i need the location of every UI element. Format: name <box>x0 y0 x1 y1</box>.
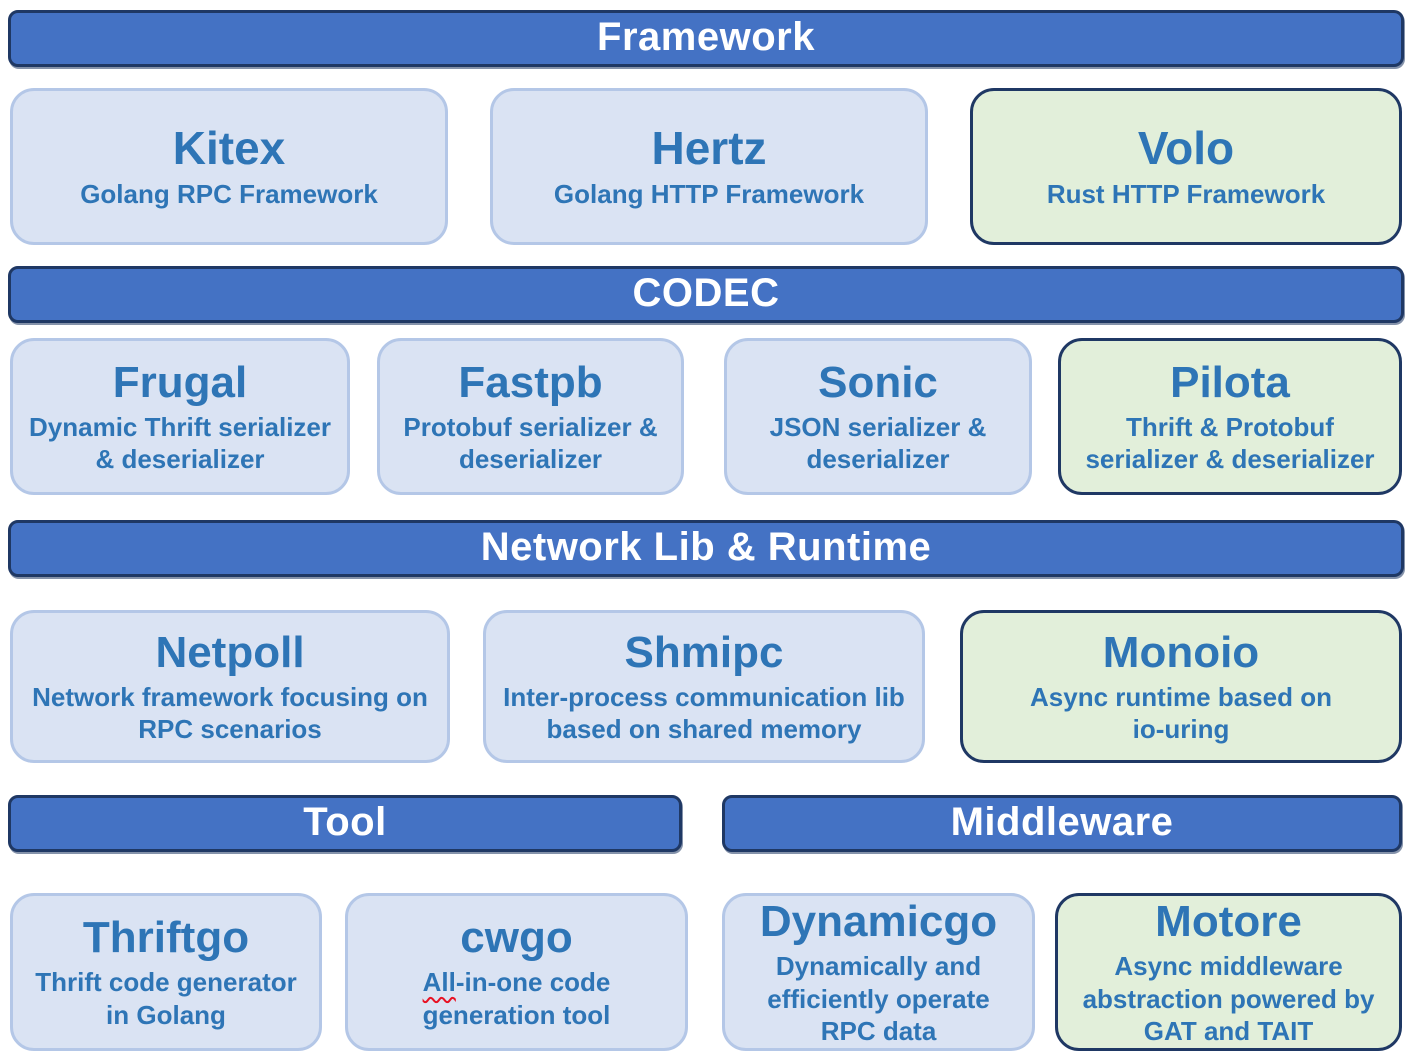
card-desc-line: generation tool <box>422 999 611 1030</box>
card-desc-line: Golang RPC Framework <box>80 179 378 210</box>
card-desc: Network framework focusing on RPC scenar… <box>32 681 428 745</box>
card-desc: Thrift code generator in Golang <box>35 966 296 1030</box>
card-desc-line: Golang HTTP Framework <box>553 179 865 210</box>
card-desc-line: Dynamic Thrift serializer <box>29 411 331 442</box>
section-bar-label: Tool <box>303 800 387 844</box>
card-desc-line: deserializer <box>458 444 603 475</box>
section-bar-framework: Framework <box>8 10 1404 67</box>
card-desc-line: io-uring <box>1132 714 1230 745</box>
card-title: Kitex <box>172 121 286 174</box>
card-desc-line: Dynamically and <box>775 951 982 982</box>
card-title: Pilota <box>1170 357 1290 407</box>
card-desc: All-in-one code generation tool <box>423 966 611 1030</box>
card-desc: Dynamically and efficiently operate RPC … <box>767 950 990 1047</box>
card-desc-line: Async runtime based on <box>1030 681 1332 712</box>
card-kitex: Kitex Golang RPC Framework <box>10 88 448 245</box>
card-title: Frugal <box>112 357 248 407</box>
card-desc-line: abstraction powered by <box>1082 983 1375 1014</box>
card-desc: Rust HTTP Framework <box>1047 178 1325 210</box>
card-title: Thriftgo <box>82 913 250 963</box>
section-bar-label: Framework <box>597 15 815 59</box>
section-bar-label: CODEC <box>632 271 780 315</box>
card-desc-line: RPC scenarios <box>138 714 322 745</box>
card-volo: Volo Rust HTTP Framework <box>970 88 1402 245</box>
card-desc: Inter-process communication lib based on… <box>503 681 905 745</box>
card-shmipc: Shmipc Inter-process communication lib b… <box>483 610 925 763</box>
card-pilota: Pilota Thrift & Protobuf serializer & de… <box>1058 338 1402 495</box>
card-desc-line: Thrift code generator <box>35 967 297 998</box>
section-bar-tool: Tool <box>8 795 682 852</box>
card-desc-line: efficiently operate <box>767 983 990 1014</box>
card-monoio: Monoio Async runtime based on io-uring <box>960 610 1402 763</box>
spellcheck-flagged-word: All <box>422 967 456 998</box>
card-desc: Golang HTTP Framework <box>554 178 864 210</box>
card-title: Monoio <box>1102 627 1260 677</box>
card-desc-line: Network framework focusing on <box>32 681 428 712</box>
card-title: cwgo <box>460 913 573 963</box>
card-title: Volo <box>1137 121 1235 174</box>
card-title: Dynamicgo <box>759 897 998 947</box>
section-bar-codec: CODEC <box>8 266 1404 323</box>
section-bar-middleware: Middleware <box>722 795 1402 852</box>
card-desc-line: Rust HTTP Framework <box>1046 179 1326 210</box>
card-title: Hertz <box>651 121 767 174</box>
card-desc: Protobuf serializer & deserializer <box>403 411 657 475</box>
card-desc-line: Async middleware <box>1114 951 1343 982</box>
card-title: Sonic <box>818 357 938 407</box>
card-desc-line: deserializer <box>806 444 950 475</box>
card-desc-line: GAT and TAIT <box>1143 1015 1314 1046</box>
card-title: Shmipc <box>624 627 784 677</box>
card-desc-line: All-in-one code <box>423 966 611 998</box>
card-desc-line: in Golang <box>106 999 226 1030</box>
card-desc-text: -in-one code <box>455 967 611 998</box>
card-title: Netpoll <box>155 627 305 677</box>
section-bar-label: Network Lib & Runtime <box>480 525 932 569</box>
card-desc-line: & deserializer <box>95 444 265 475</box>
card-dynamicgo: Dynamicgo Dynamically and efficiently op… <box>722 893 1035 1051</box>
card-desc-line: Thrift & Protobuf <box>1126 411 1334 442</box>
card-title: Fastpb <box>458 357 603 407</box>
card-hertz: Hertz Golang HTTP Framework <box>490 88 928 245</box>
card-desc-line: RPC data <box>820 1015 937 1046</box>
card-desc-line: JSON serializer & <box>769 411 987 442</box>
card-desc-line: Protobuf serializer & <box>403 411 658 442</box>
card-desc: Dynamic Thrift serializer & deserializer <box>29 411 331 475</box>
card-desc-line: serializer & deserializer <box>1085 444 1375 475</box>
card-desc: Golang RPC Framework <box>80 178 378 210</box>
card-desc: Async runtime based on io-uring <box>1030 681 1332 745</box>
card-desc-line: based on shared memory <box>546 714 862 745</box>
card-title: Motore <box>1155 897 1302 947</box>
card-frugal: Frugal Dynamic Thrift serializer & deser… <box>10 338 350 495</box>
card-desc: Thrift & Protobuf serializer & deseriali… <box>1085 411 1374 475</box>
card-desc: JSON serializer & deserializer <box>770 411 987 475</box>
card-netpoll: Netpoll Network framework focusing on RP… <box>10 610 450 763</box>
card-fastpb: Fastpb Protobuf serializer & deserialize… <box>377 338 684 495</box>
card-desc-line: Inter-process communication lib <box>503 681 905 712</box>
card-cwgo: cwgo All-in-one code generation tool <box>345 893 688 1051</box>
card-sonic: Sonic JSON serializer & deserializer <box>724 338 1032 495</box>
card-thriftgo: Thriftgo Thrift code generator in Golang <box>10 893 322 1051</box>
card-motore: Motore Async middleware abstraction powe… <box>1055 893 1402 1051</box>
card-desc: Async middleware abstraction powered by … <box>1083 950 1375 1047</box>
section-bar-network-lib-runtime: Network Lib & Runtime <box>8 520 1404 577</box>
section-bar-label: Middleware <box>950 800 1174 844</box>
